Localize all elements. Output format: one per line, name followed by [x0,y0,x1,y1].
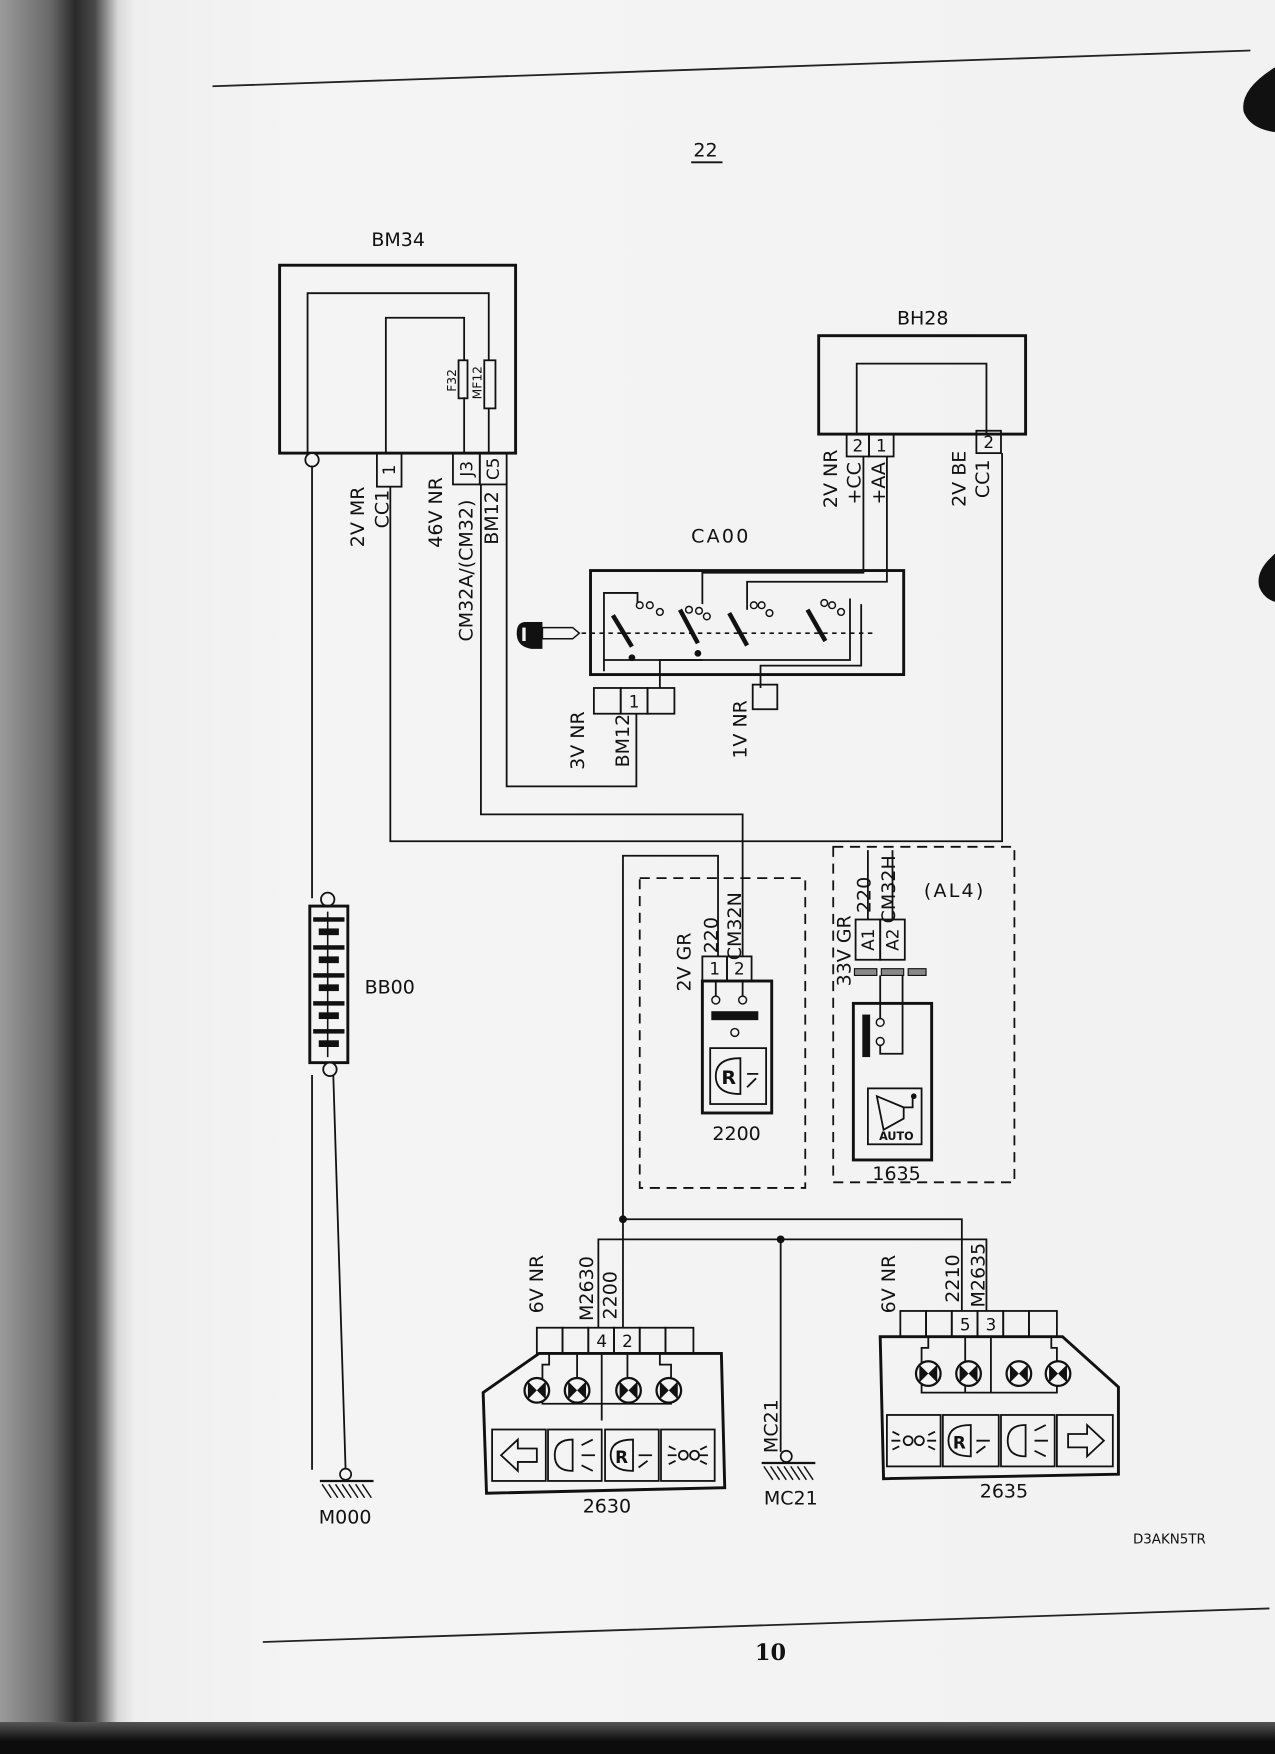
wire-label: 33V GR [833,915,855,986]
binder-hole [1243,67,1275,133]
mc21-ground: MC21 [761,1449,818,1509]
page-number: 10 [755,1640,786,1666]
svg-text:R: R [953,1433,966,1453]
wire-label: CC1 [372,490,394,529]
wire-label: 6V NR [526,1255,548,1314]
reference-code: D3AKN5TR [1133,1533,1206,1548]
fuse-f32 [457,359,469,400]
pin-label: A1 [858,929,878,951]
wire-label: CC1 [972,460,994,499]
pin-label: 5 [960,1314,971,1334]
wire-label: CM32A/(CM32) [455,500,477,642]
pin-label: 2 [983,432,994,452]
wires [311,453,1003,1470]
wire-label: CM32H [878,855,900,923]
component-label: 1635 [872,1163,920,1185]
component-label: 2635 [980,1481,1028,1503]
pin-label: 1 [629,691,640,711]
bh28-module: BH28 2 1 2 [817,308,1028,458]
reverse-lamp-icon: R [709,1047,768,1105]
wire-label: +AA [868,462,890,504]
wire-label: BM12 [612,714,634,768]
m000-ground: M000 [319,1074,374,1528]
wire-label: 2V GR [673,932,695,991]
arrow-right-icon [1067,1422,1106,1459]
switch-2200: 1 2 R 2200 [638,877,807,1189]
binder-hole [1258,553,1275,602]
wire-label: 2V MR [347,487,369,548]
component-label: 2630 [583,1495,631,1517]
wire-label: 6V NR [878,1255,900,1314]
wire-label: 3V NR [567,711,589,770]
bh28-label: BH28 [897,308,949,330]
fuse-mf12 [483,359,497,410]
lamp-cluster-2635: 5 3 R 2635 [878,1310,1120,1503]
pin-label: C5 [483,458,503,480]
wire-label: +CC [843,462,865,504]
bm34-label: BM34 [371,229,425,251]
wire-label: 220 [854,877,876,913]
fuse-mf12-label: MF12 [471,366,485,399]
reverse-icon [947,1424,990,1458]
wire-label: CM32N [724,892,746,960]
scan-edge [0,1722,1275,1754]
wire-label: 220 [700,917,722,953]
svg-text:R: R [615,1447,628,1467]
wire-label: BM12 [481,491,503,545]
pin-label: 1 [379,465,399,476]
fuse-f32-label: F32 [445,369,459,392]
al4-label: (AL4) [924,880,986,902]
pin-label: 2 [852,435,863,455]
wire-label: M2630 [576,1256,598,1321]
bulb-icons [523,1376,683,1404]
svg-text:R: R [721,1067,736,1089]
wire-label: 2V NR [820,450,842,509]
header-rule [212,49,1251,88]
pin-label: 1 [876,435,887,455]
ca00-label: CA00 [691,526,750,548]
wire-label: MC21 [761,1399,783,1453]
sidelight-icon [667,1445,708,1465]
diagram-number: 22 [693,140,717,162]
lamp-cluster-2630: 4 2 R 2630 [481,1326,727,1517]
pin-label: 2 [734,959,745,979]
bb00-battery: BB00 [308,891,415,1077]
pin-label: A2 [883,929,903,951]
bb00-label: BB00 [365,976,415,998]
switch-1635: (AL4) A1 A2 AUTO 1635 [832,845,1016,1185]
auto-label: AUTO [879,1130,913,1143]
pin-label: 4 [596,1331,607,1351]
wire-label: 46V NR [425,477,447,548]
bm34-module: BM34 F32 MF12 1 J3 C5 [278,229,518,488]
fog-lamp-icon [553,1438,595,1472]
pin-label: 3 [986,1314,997,1334]
pin-label: 1 [709,959,720,979]
footer-rule [262,1607,1270,1643]
arrow-left-icon [499,1437,538,1473]
wire-label: 2200 [600,1271,622,1319]
wire-labels: 2V MR CC1 46V NR CM32A/(CM32) BM12 2V NR… [347,450,994,1453]
m000-label: M000 [319,1506,372,1528]
wire-label: 1V NR [729,700,751,759]
sidelight-icon [891,1430,937,1451]
ca00-ignition-switch: CA00 1 [516,526,906,715]
pin-label: 2 [622,1331,633,1351]
component-label: 2200 [712,1123,760,1145]
wire-label: M2635 [968,1243,990,1308]
mc21-label: MC21 [764,1487,818,1509]
pin-label: J3 [456,461,476,478]
wire-label: 2V BE [949,451,971,507]
fog-lamp-icon [1006,1424,1048,1458]
reverse-icon [609,1438,653,1472]
key-icon [516,622,581,649]
wire-label: 2210 [942,1254,964,1302]
auto-gearbox-icon: AUTO [867,1087,923,1146]
